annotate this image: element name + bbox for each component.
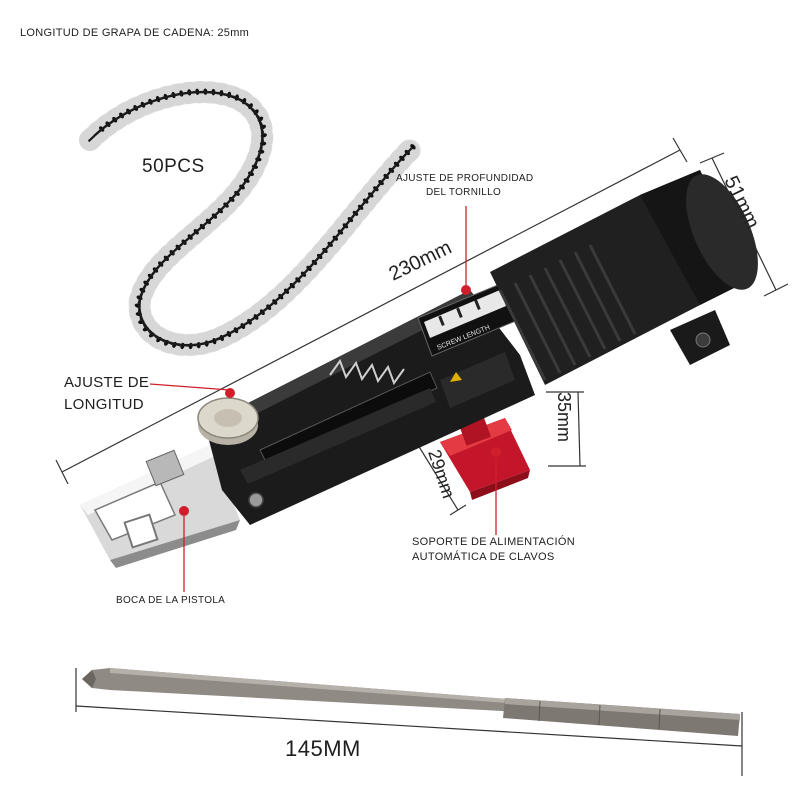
length-adjust-callout: AJUSTE DE LONGITUD [64,372,149,416]
screwdriver-bit [82,668,740,736]
chain-length-label: LONGITUD DE GRAPA DE CADENA: 25mm [20,27,250,39]
gun-body [205,281,535,525]
feed-support [440,416,530,500]
feed-support-callout-line1: SOPORTE DE ALIMENTACIÓN [412,536,575,548]
callout-lines [149,206,501,592]
length-adjust-knob [197,397,259,445]
length-adjust-callout-line2: LONGITUD [64,396,144,413]
screws-group [87,88,416,350]
screw-strip [79,81,421,356]
bit-length-label: 145MM [285,736,361,761]
screw [399,144,416,161]
height-rear-dimension [546,391,586,467]
feed-support-callout: SOPORTE DE ALIMENTACIÓN AUTOMÁTICA DE CL… [412,535,575,565]
screw-depth-callout-line1: AJUSTE DE PROFUNDIDAD [396,173,534,184]
bit-length-dimension [75,668,743,776]
length-dimension [55,137,688,485]
screw-gun-attachment [80,170,758,592]
height-rear-dimension-label: 35mm [554,392,574,442]
feed-support-callout-line2: AUTOMÁTICA DE CLAVOS [412,551,555,563]
quantity-label: 50PCS [142,156,205,177]
gun-nozzle [80,445,240,568]
gun-head [490,170,758,385]
length-dimension-label: 230mm [386,236,456,285]
nozzle-callout: BOCA DE LA PISTOLA [116,595,226,606]
spring [329,358,405,386]
length-adjust-callout-line1: AJUSTE DE [64,374,150,391]
screw-depth-callout: AJUSTE DE PROFUNDIDAD DEL TORNILLO [396,172,533,200]
screw-depth-callout-line2: DEL TORNILLO [426,187,502,198]
